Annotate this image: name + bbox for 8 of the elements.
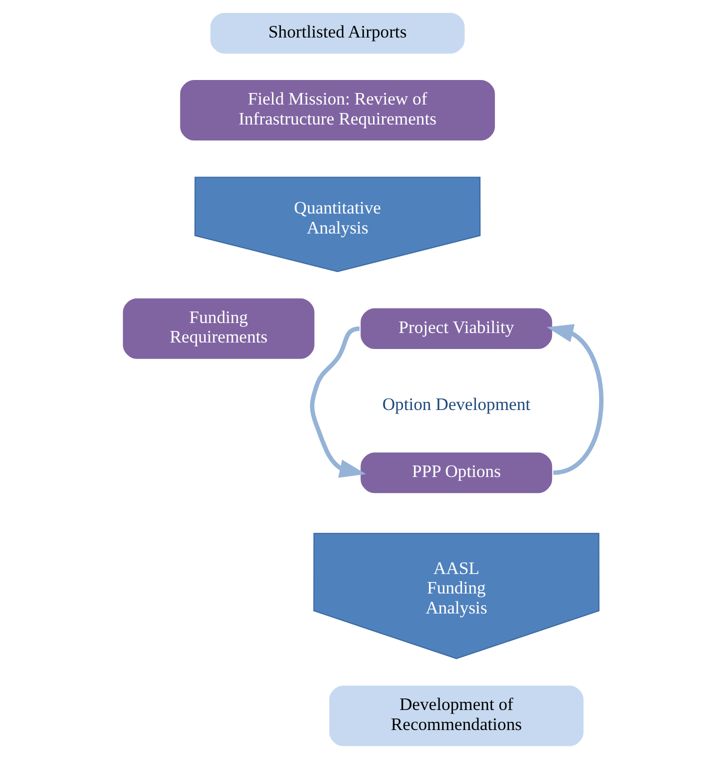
node-box: Development of Recommendations [328,685,583,746]
node-box: Funding Requirements [122,298,314,358]
node-box: PPP Options [360,452,552,493]
node-box: Shortlisted Airports [210,12,464,54]
node-box: Field Mission: Review of Infrastructure Requirements [180,80,494,140]
arrow [546,324,603,474]
label: Option Development [382,393,530,414]
node-box: Project Viability [360,308,552,348]
